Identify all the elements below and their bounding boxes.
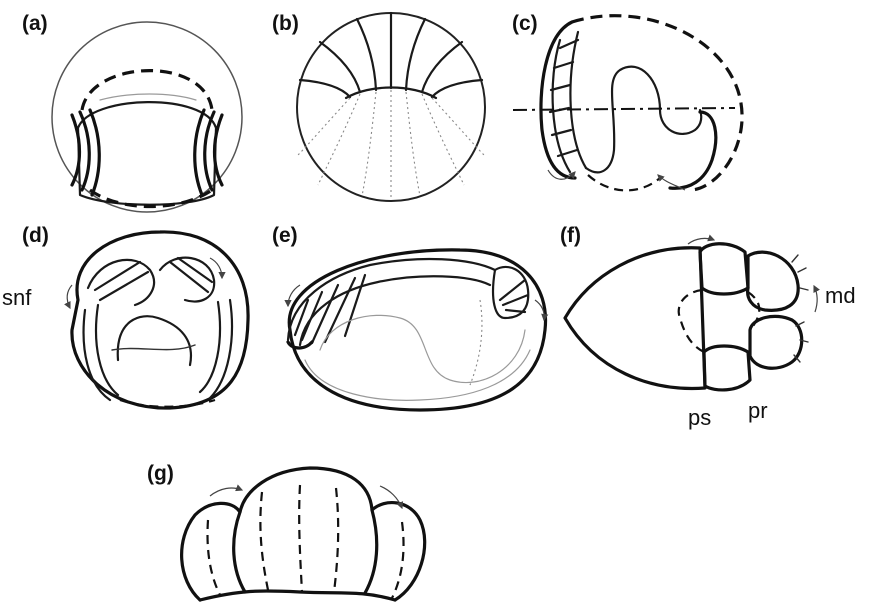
panel-a-label: (a) [22, 12, 48, 35]
annotation-snf: snf [2, 285, 32, 310]
panel-b: (b) [272, 12, 485, 201]
panel-g: (g) [147, 462, 425, 600]
panel-e-inner-outline [305, 350, 530, 400]
panel-e-interior [320, 315, 525, 382]
panel-g-outline [182, 468, 425, 600]
panel-f-center-dash [679, 290, 760, 352]
panel-a-right-stripes [195, 110, 222, 195]
panel-c: (c) [512, 12, 742, 190]
panel-g-arrow-1 [210, 488, 242, 496]
panel-a-inner-line [100, 94, 196, 100]
panel-g-center-dash [260, 485, 338, 592]
annotation-ps: ps [688, 405, 711, 430]
panel-f-seg-bot-2 [750, 316, 802, 368]
panel-a-dome [82, 71, 212, 110]
panel-d-label: (d) [22, 224, 49, 247]
panel-f-arrow-2 [688, 238, 714, 244]
panel-b-lower-lines [298, 90, 484, 198]
panel-b-upper-lines [300, 13, 482, 97]
annotation-md: md [825, 283, 856, 308]
panel-e-right-fan [493, 267, 528, 318]
panel-c-label: (c) [512, 12, 538, 35]
panel-f-arrow-1 [814, 286, 817, 312]
panel-e-label: (e) [272, 224, 298, 247]
panel-f-seg-top-2 [748, 252, 799, 310]
panel-b-label: (b) [272, 12, 299, 35]
panel-c-bottom-dash [588, 175, 660, 190]
annotation-pr: pr [748, 398, 768, 423]
panel-a-left-stripes [72, 110, 99, 195]
panel-f: (f) md ps pr [560, 224, 856, 430]
panel-g-label: (g) [147, 462, 174, 485]
panel-a: (a) [22, 12, 242, 212]
panel-c-inner-loop [586, 67, 701, 173]
panel-d-inner-curve [112, 345, 195, 350]
panel-c-band [553, 32, 586, 172]
panel-c-axis [513, 108, 735, 110]
panel-c-tail [670, 112, 716, 188]
panel-f-seg-bot-1 [704, 346, 750, 390]
panel-d: (d) snf [2, 224, 248, 408]
panel-g-side-dash [208, 520, 404, 598]
panel-d-center [118, 316, 191, 365]
panel-f-seg-top-1 [700, 244, 748, 294]
panel-d-arrow-1 [67, 285, 72, 308]
panel-e-outline [289, 250, 545, 410]
panel-e: (e) [272, 224, 546, 410]
panel-e-band [288, 259, 495, 345]
panel-f-body [565, 248, 705, 389]
panel-e-dash [470, 300, 482, 385]
panel-g-inner-walls [234, 510, 377, 593]
panel-c-outer-dash [572, 16, 742, 190]
panel-f-label: (f) [560, 224, 581, 247]
